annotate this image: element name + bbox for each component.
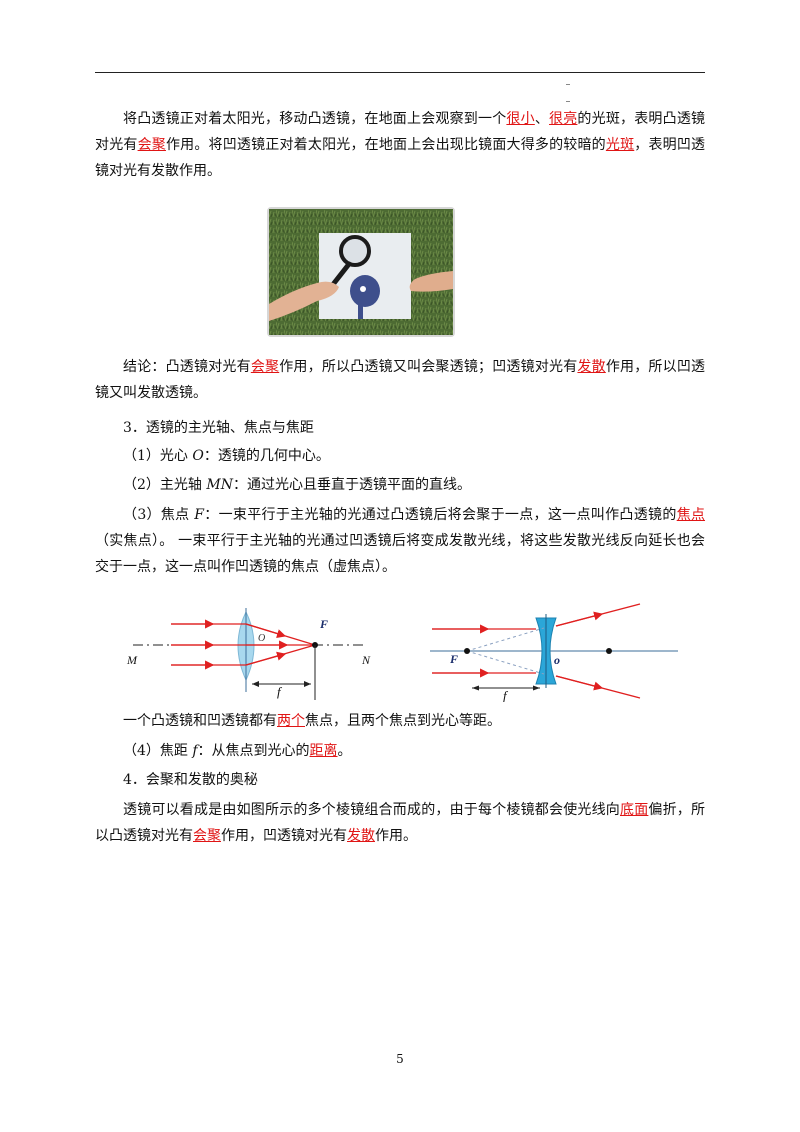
virtual-ray-extension bbox=[466, 627, 545, 652]
virtual-ray-extension bbox=[466, 650, 545, 675]
item-optical-center: （1）光心 O：透镜的几何中心。 bbox=[123, 448, 330, 464]
label-f-focus: F bbox=[449, 652, 458, 666]
paragraph-two-foci: 一个凸透镜和凹透镜都有两个焦点，且两个焦点到光心等距。 bbox=[123, 713, 501, 729]
fill-blank: 发散 bbox=[347, 828, 375, 844]
section-heading-3: 3．透镜的主光轴、焦点与焦距 bbox=[123, 420, 314, 436]
magnifier-photo bbox=[267, 207, 455, 337]
fill-blank: 发散 bbox=[577, 359, 606, 375]
convex-lens-diagram: M N O F f bbox=[126, 608, 371, 700]
fill-blank: 距离 bbox=[309, 743, 338, 759]
paragraph-lens-sunlight: 将凸透镜正对着太阳光，移动凸透镜，在地面上会观察到一个很小、很亮的光斑，表明凸透… bbox=[95, 111, 706, 179]
section-heading-4: 4．会聚和发散的奥秘 bbox=[123, 772, 258, 788]
focus-point bbox=[464, 648, 470, 654]
item-focus: （3）焦点 F：一束平行于主光轴的光通过凸透镜后将会聚于一点，这一点叫作凸透镜的… bbox=[95, 507, 706, 575]
header-mark bbox=[566, 101, 570, 102]
page-number: 5 bbox=[396, 1052, 404, 1066]
label-o: O bbox=[258, 633, 265, 644]
label-n: N bbox=[361, 653, 371, 667]
label-f-focus: F bbox=[319, 617, 328, 631]
fill-blank: 很小 bbox=[506, 111, 535, 127]
fill-blank: 焦点 bbox=[676, 507, 706, 523]
header-rule bbox=[95, 72, 705, 73]
fill-blank: 光斑 bbox=[605, 137, 635, 153]
fill-blank: 会聚 bbox=[193, 828, 221, 844]
fill-blank: 两个 bbox=[277, 713, 305, 729]
fill-blank: 会聚 bbox=[250, 359, 280, 375]
item-focal-length: （4）焦距 f：从焦点到光心的距离。 bbox=[123, 743, 352, 759]
concave-lens-diagram: F o f bbox=[430, 603, 678, 702]
paragraph-prism-explanation: 透镜可以看成是由如图所示的多个棱镜组合而成的，由于每个棱镜都会使光线向底面偏折，… bbox=[95, 802, 706, 844]
item-principal-axis: （2）主光轴 MN：通过光心且垂直于透镜平面的直线。 bbox=[123, 477, 471, 493]
header-mark bbox=[566, 84, 570, 85]
label-o: o bbox=[554, 653, 560, 667]
label-focal-length: f bbox=[503, 688, 509, 702]
fill-blank: 会聚 bbox=[137, 137, 166, 153]
label-focal-length: f bbox=[277, 684, 283, 699]
focus-point bbox=[606, 648, 612, 654]
label-m: M bbox=[126, 653, 138, 667]
fill-blank: 很亮 bbox=[549, 111, 578, 127]
paragraph-conclusion: 结论：凸透镜对光有会聚作用，所以凸透镜又叫会聚透镜；凹透镜对光有发散作用，所以凹… bbox=[95, 359, 706, 401]
fill-blank: 底面 bbox=[620, 802, 649, 818]
